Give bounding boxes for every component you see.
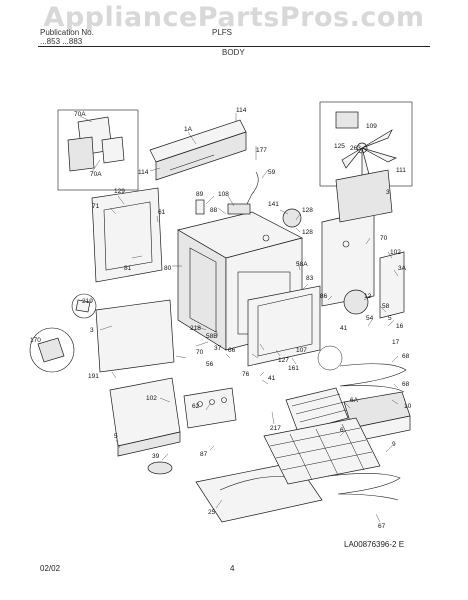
part-141	[282, 208, 302, 228]
callout-87: 87	[200, 451, 208, 458]
callout-71: 71	[92, 203, 100, 210]
callout-56: 56	[206, 361, 214, 368]
callout-114: 114	[236, 107, 247, 114]
control-panel-62	[183, 387, 237, 429]
part-108	[227, 203, 251, 215]
insulation-170	[29, 327, 75, 373]
lower-housing	[109, 377, 181, 457]
callout-177: 177	[256, 147, 267, 154]
section-title: BODY	[222, 48, 245, 57]
callout-102-2: 102	[146, 395, 157, 402]
callout-66: 66	[228, 347, 236, 354]
callout-107: 107	[296, 347, 307, 354]
callout-70a: 70A	[74, 111, 86, 118]
diagram-reference: LA00876396-2 E	[344, 540, 405, 549]
callout-10: 10	[404, 403, 412, 410]
rack-6	[263, 417, 381, 485]
callout-70a-2: 70A	[90, 171, 102, 178]
callout-127: 127	[278, 357, 289, 364]
front-left-panel	[95, 299, 175, 373]
callout-61: 61	[158, 209, 166, 216]
callout-6: 6	[340, 427, 344, 434]
broil-element-9	[327, 473, 401, 501]
callout-191: 191	[88, 373, 99, 380]
callout-39: 39	[152, 453, 160, 460]
callout-17: 17	[392, 339, 400, 346]
callout-1a: 1A	[184, 126, 193, 133]
header-models-list: ...853 ...883	[40, 37, 83, 46]
callout-83: 83	[306, 275, 314, 282]
callout-70: 70	[380, 235, 388, 242]
rear-panel-70	[321, 209, 375, 307]
callout-37: 37	[214, 345, 222, 352]
callout-6a: 6A	[350, 397, 359, 404]
callout-58a: 58A	[296, 261, 308, 268]
motor-12	[343, 289, 369, 315]
inset-convection-fan	[319, 101, 413, 187]
top-right-panel	[335, 169, 393, 223]
callout-3-2: 3	[90, 327, 94, 334]
callout-3a: 3A	[398, 265, 407, 272]
callout-5-2: 5	[114, 433, 118, 440]
callout-219: 219	[82, 298, 93, 305]
callout-58: 58	[382, 303, 390, 310]
callout-108: 108	[218, 191, 229, 198]
callout-86: 86	[320, 293, 328, 300]
callout-76: 76	[242, 371, 250, 378]
header-rule	[38, 46, 430, 47]
callout-125: 125	[334, 143, 345, 150]
callout-5: 5	[388, 315, 392, 322]
door-frame	[247, 285, 321, 367]
callout-88: 88	[210, 207, 218, 214]
callout-161: 161	[288, 365, 299, 372]
callout-129: 129	[114, 188, 125, 195]
callout-62: 62	[192, 403, 200, 410]
callout-67: 67	[378, 523, 386, 530]
callout-41-2: 41	[268, 375, 276, 382]
callout-68: 68	[402, 353, 410, 360]
callout-12: 12	[364, 293, 372, 300]
callout-217: 217	[270, 425, 281, 432]
callout-70-2: 70	[196, 349, 204, 356]
callout-25: 25	[208, 509, 216, 516]
callout-128: 128	[302, 207, 313, 214]
footer-page-number: 4	[230, 564, 235, 573]
callout-41: 41	[340, 325, 348, 332]
part-219	[71, 293, 97, 319]
fan-grill-161	[317, 345, 343, 371]
callout-59: 59	[268, 169, 276, 176]
callout-68-2: 68	[402, 381, 410, 388]
vent-pipe-59	[245, 171, 259, 207]
element-39	[147, 461, 173, 475]
callout-218: 218	[190, 325, 201, 332]
callout-58b: 58B	[206, 333, 218, 340]
callout-3: 3	[386, 189, 390, 196]
callout-109: 109	[366, 123, 377, 130]
callout-111: 111	[396, 167, 406, 174]
footer-date: 02/02	[40, 564, 61, 573]
part-89	[195, 199, 205, 215]
callout-128-2: 128	[302, 229, 313, 236]
callout-114-2: 114	[138, 169, 149, 176]
callout-89: 89	[196, 191, 204, 198]
callout-80: 80	[164, 265, 172, 272]
callout-263: 263	[350, 145, 361, 152]
left-side-panel	[91, 187, 163, 283]
callout-81: 81	[124, 265, 132, 272]
callout-54: 54	[366, 315, 374, 322]
callout-16: 16	[396, 323, 404, 330]
bake-element-66	[339, 363, 407, 393]
callout-102: 102	[390, 249, 401, 256]
callout-141: 141	[268, 201, 279, 208]
top-duct-1a	[149, 119, 247, 181]
callout-170: 170	[30, 337, 41, 344]
callout-9: 9	[392, 441, 396, 448]
header-model-label: PLFS	[212, 28, 233, 37]
rack-6a	[285, 387, 349, 433]
watermark-text: AppliancePartsPros.com	[43, 2, 425, 33]
inset-70a	[57, 109, 139, 191]
header-publication-label: Publication No.	[40, 28, 94, 37]
side-panel-3a	[379, 251, 405, 319]
